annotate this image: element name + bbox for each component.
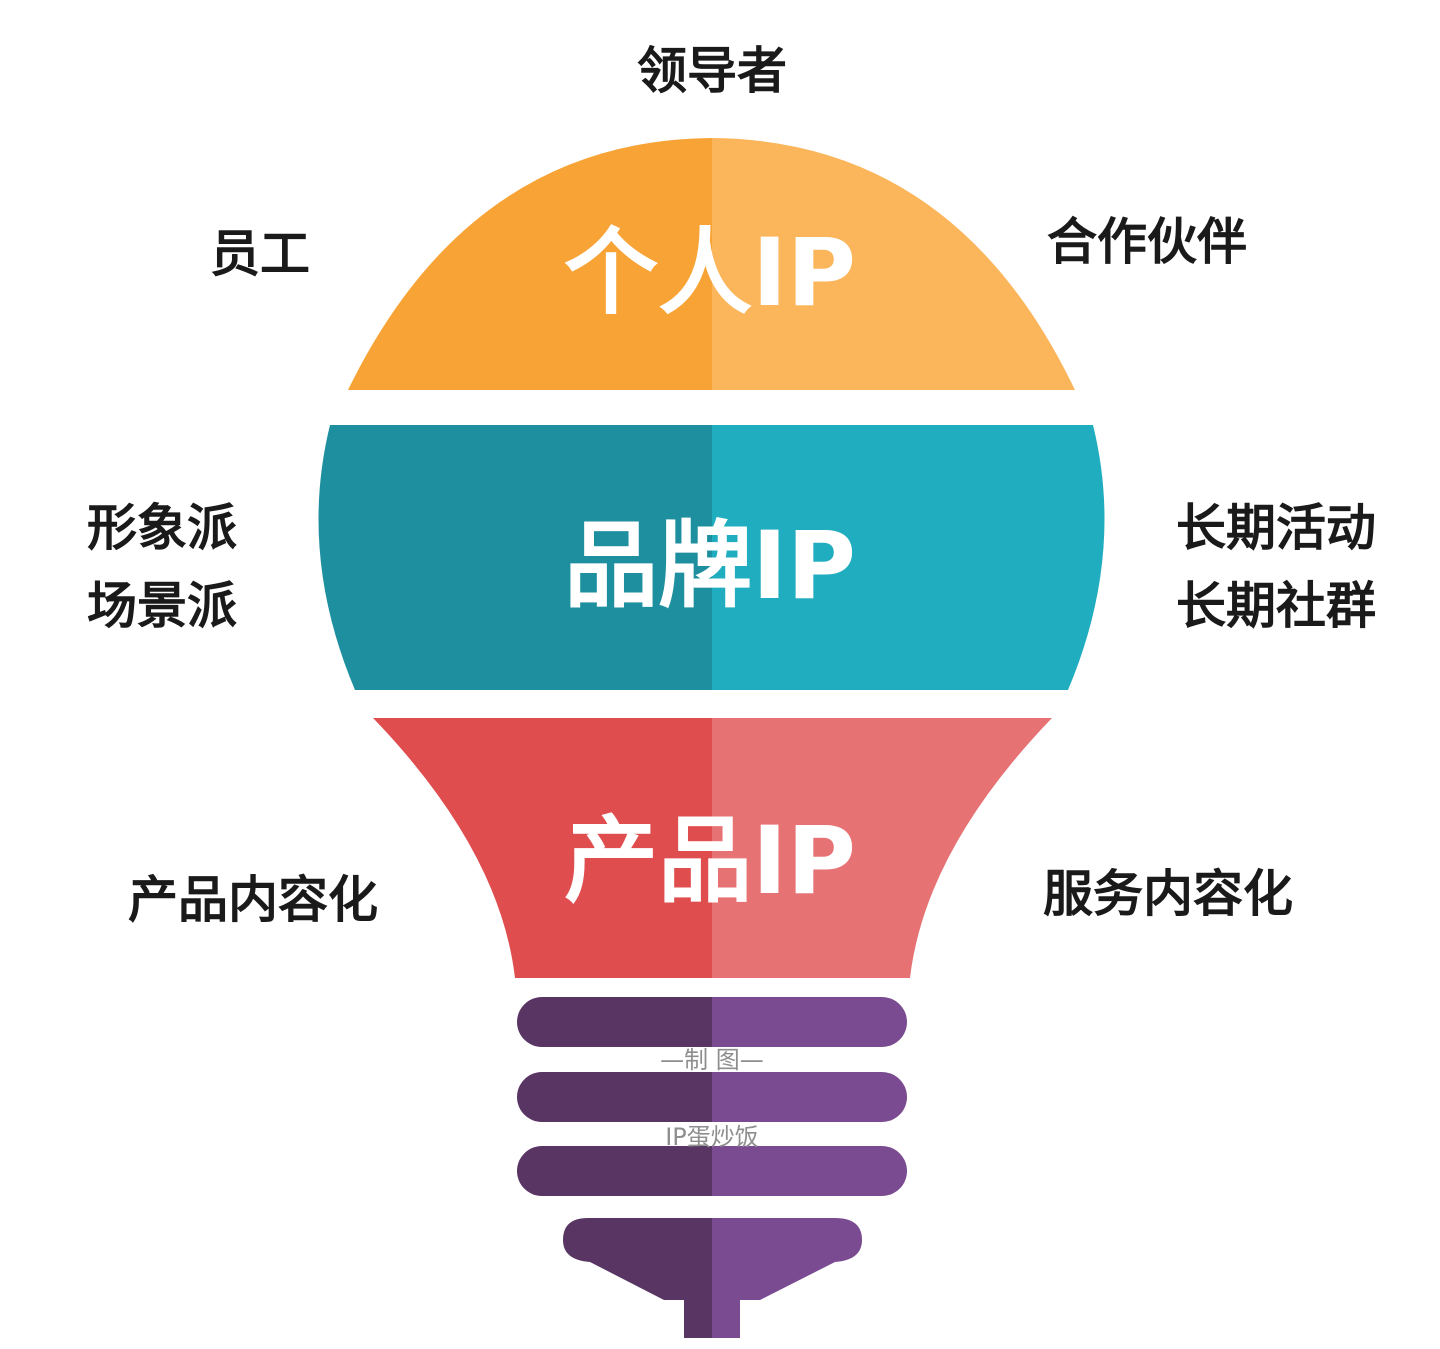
label-image-school: 形象派	[87, 499, 237, 557]
base-ring-1-left	[517, 997, 712, 1047]
label-long-term-community: 长期社群	[1176, 577, 1376, 635]
personal-ip-band	[348, 138, 1075, 390]
personal-ip-band-right	[712, 138, 1075, 390]
brand-ip-band	[318, 425, 1105, 690]
product-ip-band-right	[712, 718, 1052, 978]
base-ring-2-left	[517, 1072, 712, 1122]
base-tip-right	[712, 1218, 862, 1338]
product-ip-band	[373, 718, 1052, 978]
personal-ip-title: 个人IP	[564, 219, 856, 328]
brand-ip-band-left	[318, 425, 712, 690]
label-scene-school: 场景派	[87, 577, 237, 635]
product-ip-band-left	[373, 718, 712, 978]
personal-ip-band-left	[348, 138, 712, 390]
brand-ip-title: 品牌IP	[564, 512, 856, 621]
watermark-line-2: IP蛋炒饭	[665, 1123, 759, 1151]
label-long-term-activity: 长期活动	[1176, 499, 1376, 557]
bulb-base	[517, 997, 907, 1338]
base-ring-3-left	[517, 1146, 712, 1196]
label-leader: 领导者	[637, 42, 787, 100]
label-partner: 合作伙伴	[1047, 213, 1247, 271]
base-tip-left	[563, 1218, 712, 1338]
base-ring-3-right	[712, 1146, 907, 1196]
product-ip-title: 产品IP	[564, 807, 856, 916]
watermark-line-1: —制 图—	[660, 1046, 764, 1074]
label-employee: 员工	[210, 225, 310, 283]
label-product-content: 产品内容化	[128, 871, 378, 929]
label-service-content: 服务内容化	[1043, 865, 1293, 923]
base-ring-1-right	[712, 997, 907, 1047]
brand-ip-band-right	[712, 425, 1105, 690]
base-ring-2-right	[712, 1072, 907, 1122]
